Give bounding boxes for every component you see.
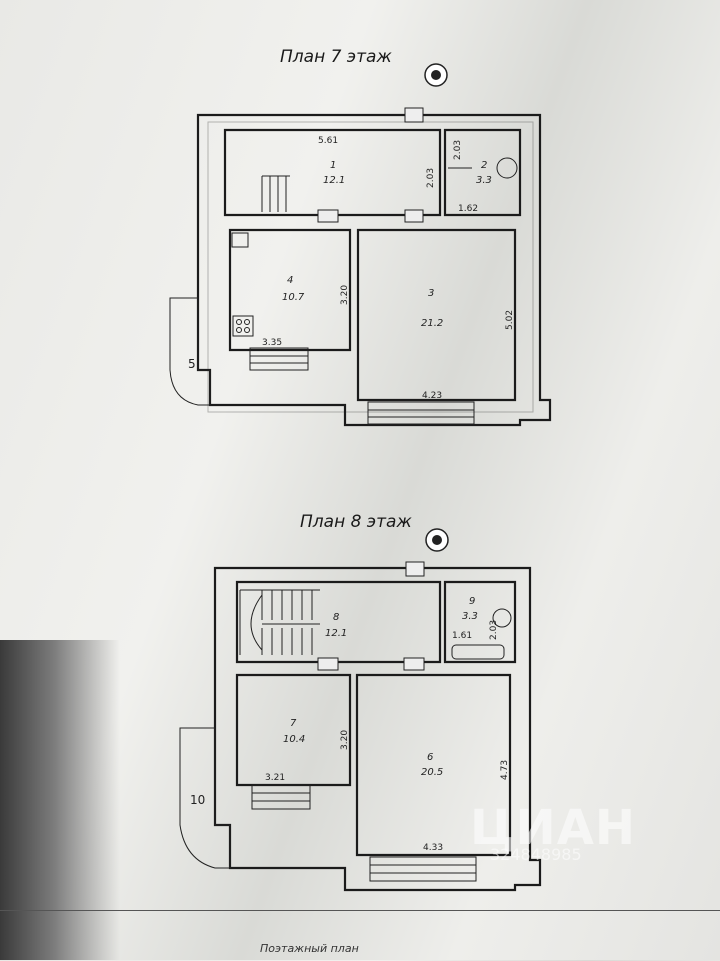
- watermark-logo: ЦИАН: [470, 800, 637, 856]
- sink-icon: [231, 232, 249, 248]
- toilet-icon: [496, 157, 518, 179]
- plan7-title: План 7 этаж: [280, 47, 392, 67]
- shadow-overlay: [0, 640, 120, 960]
- watermark-id: 324848985: [490, 845, 582, 864]
- dim-text: 3.21: [265, 773, 285, 783]
- dim-text: 4.73: [500, 760, 510, 780]
- room-2-number: 2: [481, 160, 487, 171]
- dim-text: 4.23: [422, 391, 442, 401]
- dim-text: 2.03: [426, 168, 436, 188]
- dim-text: 3.35: [262, 338, 282, 348]
- room-1-number: 1: [330, 160, 336, 171]
- dim-text: 2.03: [489, 620, 499, 640]
- room-2-area: 3.3: [476, 175, 492, 186]
- toilet-icon: [492, 608, 512, 628]
- room-1-area: 12.1: [323, 175, 345, 186]
- room-4-area: 10.7: [282, 292, 305, 303]
- title-block: [0, 910, 720, 961]
- dim-text: 3.20: [340, 285, 350, 305]
- room-3-number: 3: [428, 288, 434, 299]
- balcony-label: 10: [190, 793, 205, 807]
- room-3-area: 21.2: [421, 318, 443, 329]
- room-6-area: 20.5: [421, 767, 443, 778]
- dim-text: 3.20: [340, 730, 350, 750]
- dim-text: 5.61: [318, 136, 338, 146]
- dim-text: 2.03: [453, 140, 463, 160]
- dim-text: 1.61: [452, 631, 472, 641]
- room-9-number: 9: [469, 596, 475, 607]
- plan8-title: План 8 этаж: [300, 512, 412, 532]
- dim-text: 5.02: [505, 310, 515, 330]
- room-9-area: 3.3: [462, 611, 478, 622]
- room-6-number: 6: [427, 752, 433, 763]
- room-4-number: 4: [287, 275, 293, 286]
- dim-text: 4.33: [423, 843, 443, 853]
- footer-stamp: Поэтажный план: [260, 942, 359, 955]
- stove-icon: [232, 315, 254, 337]
- dim-text: 1.62: [458, 204, 478, 214]
- room-7-area: 10.4: [283, 734, 305, 745]
- bathtub-icon: [451, 644, 505, 660]
- balcony-label: 5: [188, 357, 196, 371]
- room-8-area: 12.1: [325, 628, 347, 639]
- room-8-number: 8: [333, 612, 339, 623]
- room-7-number: 7: [290, 718, 297, 729]
